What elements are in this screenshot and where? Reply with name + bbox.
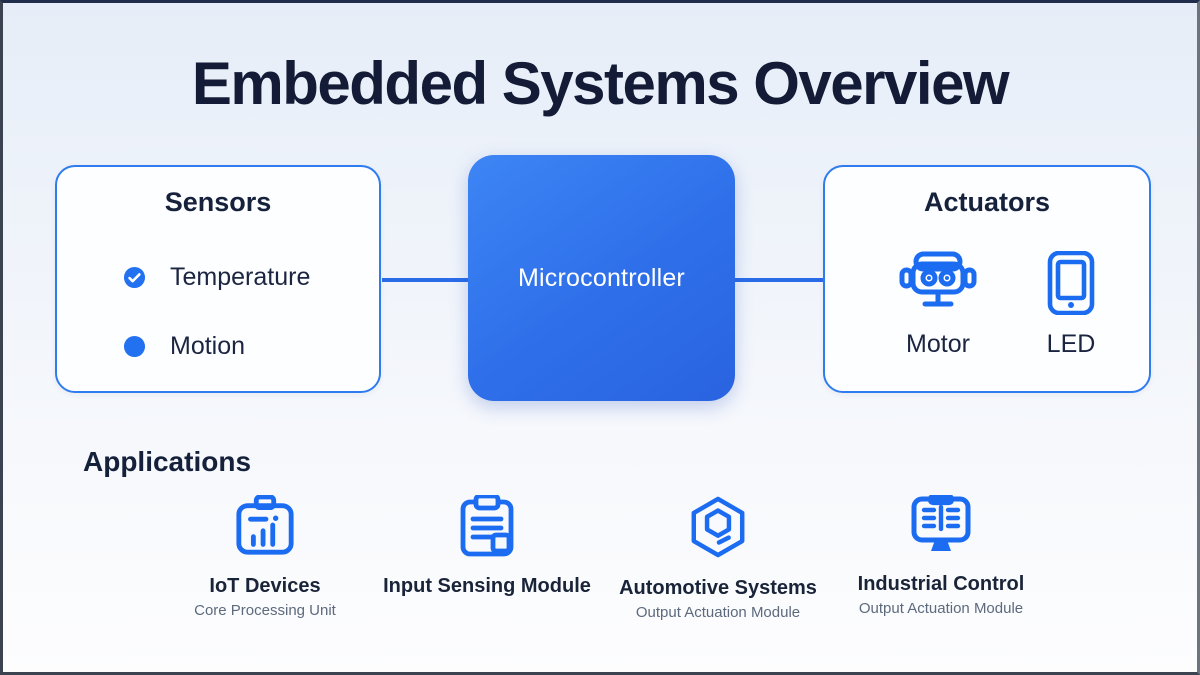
actuator-item-label: LED xyxy=(1046,330,1096,358)
microcontroller-node: Microcontroller xyxy=(468,155,735,401)
sensor-item-motion: Motion xyxy=(123,332,245,361)
connector-line-right xyxy=(735,278,823,282)
actuators-panel: Actuators Motor xyxy=(823,165,1151,393)
microcontroller-label: Microcontroller xyxy=(518,263,685,292)
application-item-label: Automotive Systems xyxy=(619,577,817,599)
page-title: Embedded Systems Overview xyxy=(191,50,1010,117)
sensors-panel-title: Sensors xyxy=(164,187,272,217)
actuators-panel-title: Actuators xyxy=(923,187,1051,217)
hexagon-gear-icon xyxy=(687,495,749,564)
connector-line-left xyxy=(382,278,468,282)
sensor-item-label: Motion xyxy=(170,332,246,360)
tablet-icon xyxy=(1047,250,1095,320)
application-item-label: IoT Devices xyxy=(209,575,321,597)
application-item-sublabel: Output Actuation Module xyxy=(858,600,1024,617)
actuator-item-motor: Motor xyxy=(883,251,993,359)
application-item-iot-devices: IoT Devices Core Processing Unit xyxy=(153,494,377,619)
monitor-panel-icon xyxy=(909,493,973,560)
actuator-item-label: Motor xyxy=(906,330,970,358)
application-item-label: Input Sensing Module xyxy=(383,575,591,597)
robot-icon xyxy=(898,251,978,320)
application-item-sublabel: Core Processing Unit xyxy=(194,602,336,619)
clipboard-icon xyxy=(458,493,516,562)
application-item-automotive: Automotive Systems Output Actuation Modu… xyxy=(606,495,830,621)
application-item-industrial: Industrial Control Output Actuation Modu… xyxy=(829,493,1053,617)
application-item-label: Industrial Control xyxy=(857,573,1025,595)
application-item-sublabel: Output Actuation Module xyxy=(635,604,801,621)
sensor-item-label: Temperature xyxy=(170,263,311,291)
application-item-input-sensing: Input Sensing Module xyxy=(375,493,599,619)
sensor-item-temperature: Temperature xyxy=(123,263,310,292)
applications-heading: Applications xyxy=(83,446,252,477)
briefcase-chart-icon xyxy=(234,494,296,562)
dot-circle-icon xyxy=(123,335,146,358)
actuator-item-led: LED xyxy=(1029,250,1113,359)
sensors-panel: Sensors Temperature Motion xyxy=(55,165,381,393)
check-circle-icon xyxy=(123,266,146,289)
